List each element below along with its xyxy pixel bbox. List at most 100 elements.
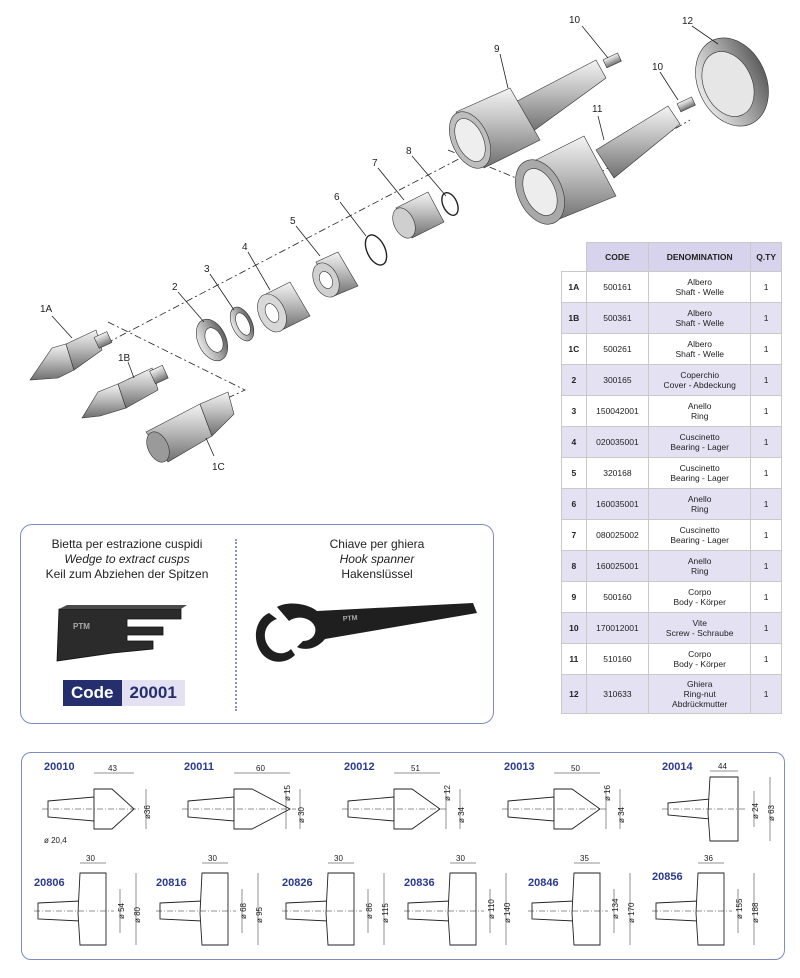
table-header-row: CODE DENOMINATION Q.TY [561, 242, 782, 272]
point-code: 20836 [404, 877, 435, 889]
denomination-line: Albero [687, 308, 712, 318]
denomination-line: Albero [687, 339, 712, 349]
row-pos: 10 [561, 612, 587, 644]
row-code: 160035001 [585, 488, 650, 520]
part-3-ring [229, 306, 255, 342]
denomination-line: Bearing - Lager [670, 535, 729, 545]
header-code: CODE [585, 242, 650, 272]
callout-9: 9 [494, 44, 500, 55]
denomination-line: Corpo [688, 649, 712, 659]
row-code: 150042001 [585, 395, 650, 427]
denomination-line: Ring [690, 504, 709, 514]
dim-length: 30 [208, 854, 217, 863]
callout-7: 7 [372, 158, 378, 169]
row-pos: 1B [561, 302, 587, 334]
dim-diameter-small: ø 155 [735, 898, 744, 919]
wedge-title-it: Bietta per estrazione cuspidi [51, 537, 203, 551]
accessory-divider [235, 539, 237, 711]
point-code: 20013 [504, 761, 535, 773]
dim-shank: ø 20,4 [44, 836, 67, 845]
point-code: 20010 [44, 761, 75, 773]
denomination-line: Cuscinetto [679, 463, 720, 473]
row-qty: 1 [750, 364, 782, 396]
dim-diameter-large: ø 188 [751, 902, 760, 923]
row-pos: 2 [561, 364, 587, 396]
denomination-line: Cover - Abdeckung [663, 380, 736, 390]
denomination-line: Anello [687, 556, 712, 566]
row-code: 020035001 [585, 426, 650, 458]
callout-2: 2 [172, 282, 178, 293]
part-1A-shaft [29, 329, 113, 381]
code-label: Code [63, 680, 122, 706]
dim-diameter-small: ø 68 [239, 902, 248, 919]
part-1C-shaft [145, 391, 235, 463]
denomination-line: Screw - Schraube [665, 628, 734, 638]
accessories-panel: Bietta per estrazione cuspidi Wedge to e… [20, 524, 494, 724]
dim-diameter: ø 30 [297, 806, 306, 823]
dim-diameter: ø 34 [457, 806, 466, 823]
callout-10: 10 [569, 15, 581, 26]
header-pos [561, 242, 587, 272]
assembly-axis [39, 139, 496, 379]
dim-diameter-large: ø 95 [255, 906, 264, 923]
point-code: 20806 [34, 877, 65, 889]
dim-diameter-small: ø 54 [117, 902, 126, 919]
row-qty: 1 [750, 333, 782, 365]
row-pos: 1C [561, 333, 587, 365]
dim-diameter: ø36 [143, 805, 152, 819]
point-drawing: 50ø 16ø 34 [502, 764, 626, 830]
wedge-title-de: Keil zum Abziehen der Spitzen [45, 567, 209, 581]
dim-diameter-large: ø 80 [133, 906, 142, 923]
row-pos: 4 [561, 426, 587, 458]
row-code: 170012001 [585, 612, 650, 644]
dim-length: 43 [108, 764, 117, 773]
callout-8: 8 [406, 146, 412, 157]
wedge-title-en: Wedge to extract cusps [64, 552, 190, 566]
denomination-line: Cuscinetto [679, 525, 720, 535]
header-denomination: DENOMINATION [648, 242, 752, 272]
dim-length: 50 [571, 764, 580, 773]
spanner-caption: Chiave per ghiera Hook spanner Hakenslüs… [269, 537, 485, 582]
row-code: 500160 [585, 581, 650, 613]
callout-6: 6 [334, 192, 340, 203]
denomination-line: Shaft - Welle [675, 287, 724, 297]
dim-diameter-small: ø 110 [487, 899, 496, 919]
header-qty: Q.TY [750, 242, 782, 272]
spanner-brand-mark: PTM [343, 615, 358, 623]
row-code: 500261 [585, 333, 650, 365]
denomination-line: Abdrückmutter [672, 699, 728, 709]
point-code: 20846 [528, 877, 559, 889]
row-pos: 5 [561, 457, 587, 489]
row-code: 300165 [585, 364, 650, 396]
part-10-screw-2 [676, 96, 696, 113]
row-pos: 6 [561, 488, 587, 520]
row-pos: 3 [561, 395, 587, 427]
row-qty: 1 [750, 302, 782, 334]
point-drawing: 30 ø 68 ø 95 [156, 854, 264, 946]
row-qty: 1 [750, 457, 782, 489]
row-pos: 11 [561, 643, 587, 675]
exploded-parts-diagram: 1A 1B 1C 2 3 4 5 6 7 8 9 10 10 11 12 [29, 15, 769, 473]
callout-1A: 1A [40, 304, 53, 315]
denomination-line: Anello [687, 401, 712, 411]
point-drawing: 60ø 15ø 30 [182, 764, 306, 830]
row-qty: 1 [750, 271, 782, 303]
